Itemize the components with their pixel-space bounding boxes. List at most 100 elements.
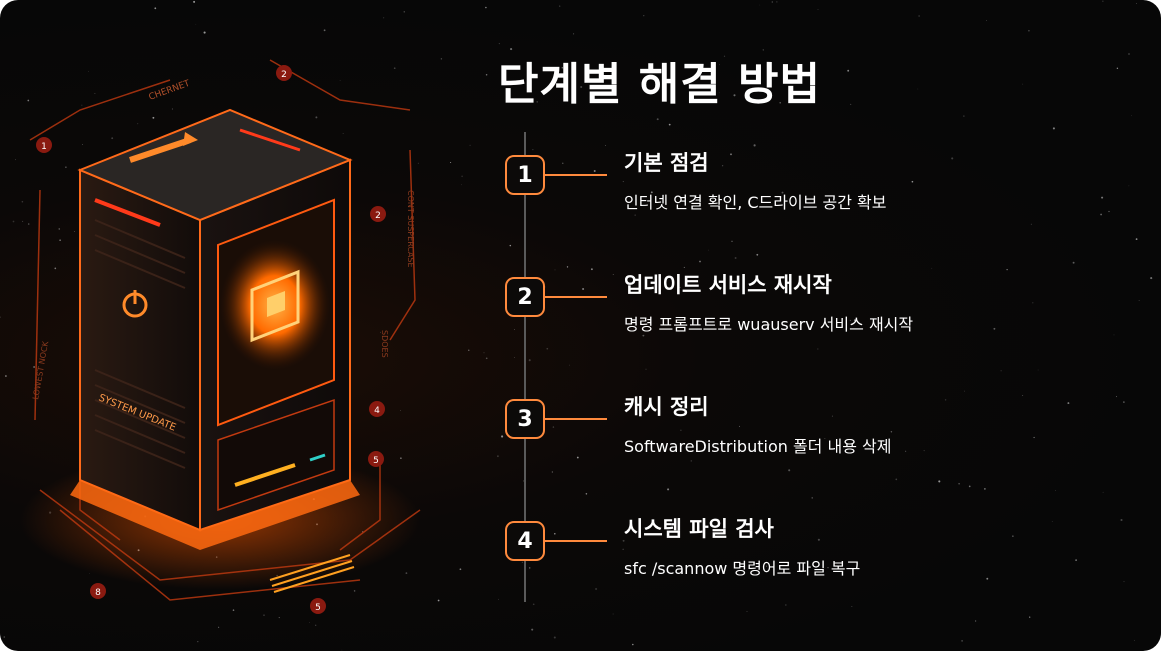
star — [483, 352, 485, 354]
star — [315, 624, 317, 626]
star — [817, 538, 820, 541]
star — [195, 23, 197, 25]
star — [22, 220, 24, 222]
star — [713, 280, 715, 282]
side-label-right-2: SDOES — [380, 330, 389, 358]
star — [895, 478, 898, 481]
star — [152, 116, 155, 119]
star — [1000, 370, 1002, 372]
star — [566, 266, 569, 268]
star — [498, 43, 500, 45]
star — [699, 260, 701, 263]
star — [498, 598, 500, 600]
star — [918, 15, 920, 17]
star — [1102, 491, 1104, 493]
star — [341, 649, 343, 651]
star — [1052, 127, 1055, 130]
star — [1006, 268, 1008, 271]
star — [811, 497, 813, 499]
svg-text:8: 8 — [95, 588, 101, 598]
star — [82, 143, 84, 145]
step-3: 3 캐시 정리 SoftwareDistribution 폴더 내용 삭제 — [0, 395, 1161, 479]
star — [510, 48, 513, 51]
star — [958, 483, 960, 485]
step-description: 명령 프롬프트로 wuauserv 서비스 재시작 — [624, 315, 914, 334]
star — [645, 368, 647, 370]
star — [612, 613, 614, 615]
star — [721, 165, 724, 167]
star — [73, 231, 75, 232]
star — [278, 617, 280, 619]
star — [459, 568, 462, 571]
star — [580, 85, 583, 89]
star — [1051, 520, 1053, 522]
star — [642, 334, 645, 337]
star — [569, 364, 570, 366]
star — [94, 93, 96, 95]
star — [582, 287, 585, 291]
star — [730, 153, 732, 156]
star — [514, 329, 515, 331]
star — [1120, 518, 1123, 522]
star — [561, 67, 563, 69]
star — [917, 88, 919, 90]
svg-text:5: 5 — [373, 456, 379, 466]
step-number-badge: 2 — [505, 277, 545, 317]
star — [485, 357, 488, 360]
star — [841, 207, 842, 209]
star — [1113, 334, 1115, 336]
star — [764, 99, 766, 102]
svg-text:2: 2 — [375, 211, 381, 221]
star — [342, 133, 344, 135]
star — [521, 561, 524, 564]
star — [593, 170, 596, 172]
star — [851, 606, 853, 607]
star — [514, 357, 515, 359]
star — [1032, 302, 1034, 304]
star — [1116, 67, 1119, 69]
star — [203, 31, 206, 34]
star — [405, 572, 408, 574]
step-4: 4 시스템 파일 검사 sfc /scannow 명령어로 파일 복구 — [0, 517, 1161, 601]
step-description: SoftwareDistribution 폴더 내용 삭제 — [624, 437, 892, 456]
star — [552, 426, 555, 428]
star — [450, 161, 452, 164]
star — [766, 565, 768, 567]
star — [1100, 213, 1102, 216]
star — [1128, 185, 1130, 187]
star — [154, 7, 157, 10]
step-1: 1 기본 점검 인터넷 연결 확인, C드라이브 공간 확보 — [0, 151, 1161, 235]
star — [532, 149, 534, 151]
star — [683, 266, 685, 268]
star — [1138, 300, 1140, 302]
step-description: sfc /scannow 명령어로 파일 복구 — [624, 559, 861, 578]
star — [993, 327, 996, 330]
star — [193, 0, 196, 3]
star — [528, 359, 531, 362]
timeline-line — [524, 132, 526, 602]
star — [65, 166, 67, 168]
step-title: 업데이트 서비스 재시작 — [624, 273, 832, 297]
star — [964, 390, 965, 392]
star — [974, 620, 977, 622]
star — [1075, 559, 1077, 561]
star — [1012, 535, 1014, 537]
star — [905, 450, 907, 452]
step-title: 기본 점검 — [624, 151, 709, 175]
star — [1101, 196, 1104, 199]
star — [776, 1, 778, 3]
star — [1135, 238, 1138, 240]
star — [827, 567, 829, 569]
star — [554, 269, 556, 271]
star — [1022, 83, 1024, 85]
star — [847, 69, 850, 72]
star — [380, 331, 381, 333]
star — [762, 49, 764, 51]
star — [650, 191, 653, 194]
star — [622, 181, 624, 183]
star — [137, 123, 139, 125]
star — [27, 223, 30, 225]
star — [850, 103, 852, 105]
star — [831, 415, 833, 417]
